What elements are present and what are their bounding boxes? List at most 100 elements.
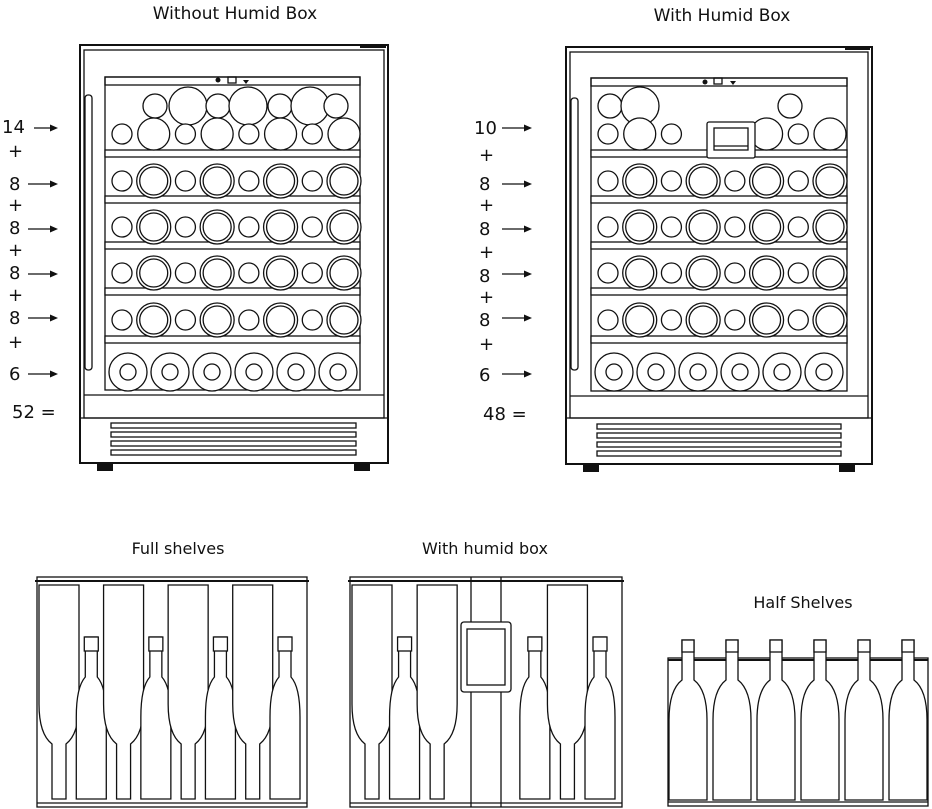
bottle-ring: [625, 305, 655, 335]
bottle: [234, 352, 274, 392]
plus-sign: +: [479, 145, 494, 166]
door-handle: [84, 94, 93, 371]
arrow-head: [50, 180, 58, 188]
right-foot: [839, 464, 855, 472]
bottle: [712, 639, 752, 801]
bottle: [748, 255, 785, 291]
display-icon: [227, 76, 237, 84]
bottle-neck: [773, 363, 791, 381]
bottle: [174, 216, 197, 238]
plus-sign: +: [479, 195, 494, 216]
bottle-neck: [647, 363, 665, 381]
bottle: [416, 584, 458, 800]
count-row-6: 6: [479, 365, 490, 386]
fridge-title-without-humid-box: Without Humid Box: [153, 4, 317, 24]
control-panel: [104, 76, 361, 86]
bottle: [200, 117, 234, 151]
vent-grille: [596, 423, 842, 457]
bottle-neck: [119, 363, 137, 381]
bottle: [597, 262, 619, 284]
plus-sign: +: [8, 141, 23, 162]
door-handle: [570, 97, 579, 371]
bottle: [301, 262, 323, 284]
bottle: [142, 93, 168, 119]
bottle: [199, 302, 235, 338]
bottle: [263, 117, 298, 151]
bottle-cap: [813, 639, 827, 653]
shelf-rail: [590, 287, 848, 296]
count-row-4: 8: [9, 263, 20, 284]
bottle: [678, 352, 718, 392]
arrow-head: [524, 370, 532, 378]
bottle-ring: [329, 212, 359, 242]
bottle-ring: [202, 166, 232, 196]
bottle-cap: [396, 636, 413, 652]
humid-box: [706, 121, 756, 159]
plus-sign: +: [8, 195, 23, 216]
bottle: [102, 584, 145, 800]
bottle: [660, 170, 683, 192]
bottle-cap: [901, 639, 915, 653]
bottle: [323, 93, 349, 119]
bottle-ring: [265, 166, 296, 196]
bottle-neck: [203, 363, 221, 381]
bottle: [660, 309, 683, 331]
bottle-ring: [688, 258, 718, 288]
bottle: [636, 352, 676, 392]
plus-sign: +: [479, 242, 494, 263]
bottle: [787, 216, 809, 238]
bottle-ring: [265, 258, 296, 288]
bottle-ring: [139, 305, 169, 335]
bottle: [622, 255, 658, 291]
bottle: [204, 636, 237, 800]
bottle: [326, 302, 362, 338]
bottle: [724, 170, 746, 192]
bottle-neck: [329, 363, 347, 381]
bottle-ring: [751, 166, 782, 196]
bottle: [812, 302, 848, 338]
bottle: [111, 309, 133, 331]
bottle-ring: [202, 212, 232, 242]
count-row-2: 8: [479, 174, 490, 195]
bottle: [276, 352, 316, 392]
bottle-ring: [139, 258, 169, 288]
count-row-2: 8: [9, 174, 20, 195]
bottle: [111, 170, 133, 192]
arrow-down-icon: [243, 80, 249, 84]
bottle: [262, 209, 299, 245]
bottle-neck: [245, 363, 263, 381]
bottle: [594, 352, 634, 392]
bottle-rows: [594, 86, 848, 392]
shelf-rail: [590, 195, 848, 204]
bottle: [232, 584, 274, 800]
humid-box: [460, 621, 512, 693]
bottle: [238, 170, 260, 192]
bottle: [685, 302, 721, 338]
bottle: [748, 209, 785, 245]
fridge-with-humid-box: With Humid Box 10 + 8: [474, 6, 873, 472]
plus-sign: +: [8, 285, 23, 306]
shelf-rail: [590, 241, 848, 250]
bottle-ring: [139, 166, 169, 196]
bottle: [301, 123, 323, 145]
fridge-title-with-humid-box: With Humid Box: [654, 6, 791, 26]
bottle: [597, 309, 619, 331]
count-row-5: 8: [9, 308, 20, 329]
count-row-3: 8: [9, 218, 20, 239]
arrow-head: [524, 225, 532, 233]
bottle: [267, 93, 293, 119]
count-arrows: [502, 124, 532, 378]
bottle: [167, 584, 209, 800]
bottle-cap: [83, 636, 99, 652]
bottle-ring: [751, 258, 782, 288]
bottle-cap: [857, 639, 871, 653]
bottle: [205, 93, 231, 119]
bottle-ring: [688, 212, 718, 242]
bottle: [199, 163, 235, 199]
left-foot: [97, 463, 113, 471]
arrow-head: [50, 124, 58, 132]
bottle: [174, 262, 197, 284]
half-shelf-view: [667, 639, 929, 807]
plus-sign: +: [479, 334, 494, 355]
count-row-4: 8: [479, 266, 490, 287]
